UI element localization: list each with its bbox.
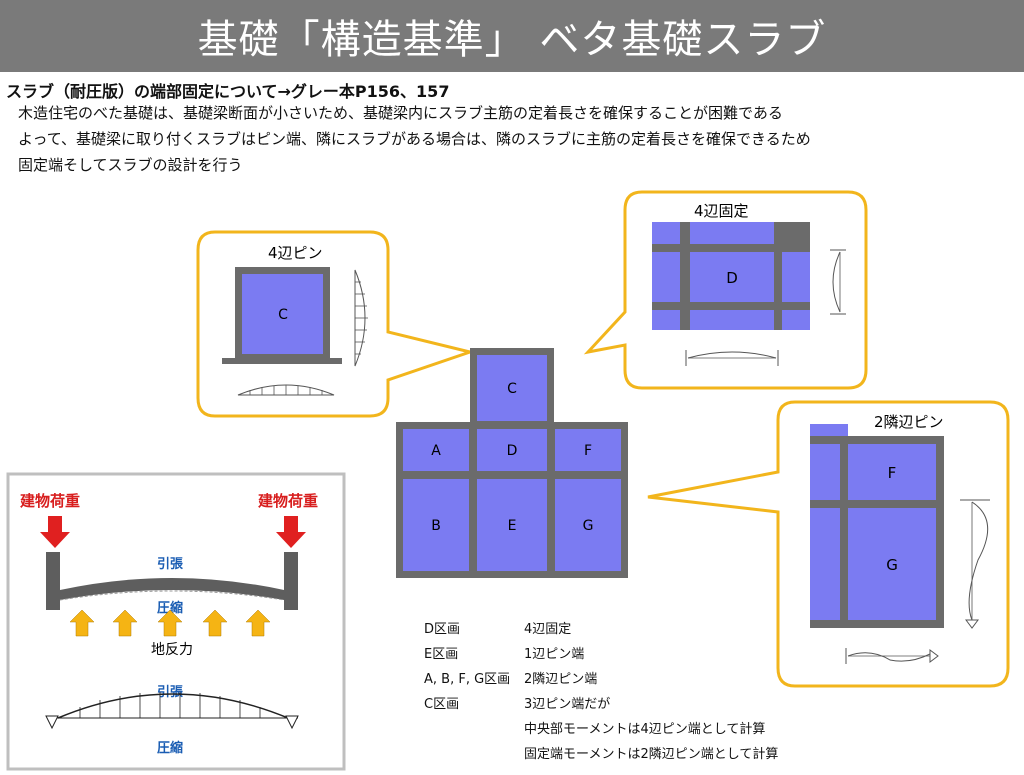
slab-label-g: G bbox=[886, 556, 898, 574]
moment-diagram-vertical bbox=[968, 501, 989, 621]
paragraph-line-3: 固定端そしてスラブの設計を行う bbox=[18, 156, 243, 174]
load-diagram-panel: 建物荷重 建物荷重 引張 圧縮 地反力 引張 bbox=[6, 472, 346, 771]
plan-slab-b bbox=[403, 479, 469, 571]
title-bar: 基礎「構造基準」 ベタ基礎スラブ bbox=[0, 0, 1024, 72]
ground-reaction-label: 地反力 bbox=[151, 642, 193, 658]
plan-slab-f bbox=[555, 429, 621, 471]
load-arrow-left bbox=[40, 516, 70, 548]
plan-slab-e bbox=[477, 479, 547, 571]
slab-section bbox=[60, 578, 284, 600]
plan-slab-c bbox=[477, 355, 547, 421]
legend-desc: 固定端モーメントは2隣辺ピン端として計算 bbox=[524, 747, 779, 762]
paragraph-line-2: よって、基礎梁に取り付くスラブはピン端、隣にスラブがある場合は、隣のスラブに主筋… bbox=[18, 130, 811, 148]
callout-title: 4辺ピン bbox=[268, 244, 323, 262]
tension-label-top: 引張 bbox=[157, 557, 184, 572]
beam-bottom bbox=[222, 358, 342, 364]
legend-zone: A, B, F, G区画 bbox=[424, 672, 511, 687]
legend-desc: 3辺ピン端だが bbox=[524, 697, 611, 712]
moment-curve bbox=[57, 693, 289, 719]
slab-c bbox=[242, 274, 323, 354]
slab-f bbox=[848, 444, 936, 500]
building-load-label-right: 建物荷重 bbox=[258, 492, 318, 510]
moment-diagram-vertical bbox=[832, 251, 841, 313]
plan-label-f: F bbox=[584, 443, 592, 459]
plan-label-e: E bbox=[508, 518, 517, 534]
compression-label-top: 圧縮 bbox=[157, 600, 183, 616]
plan-label-b: B bbox=[431, 518, 441, 534]
page-title: 基礎「構造基準」 ベタ基礎スラブ bbox=[197, 17, 827, 63]
callout-4-edge-fixed: 4辺固定 D bbox=[583, 190, 868, 390]
moment-diagram-horizontal bbox=[847, 652, 931, 662]
legend-desc: 中央部モーメントは4辺ピン端として計算 bbox=[524, 722, 766, 737]
plan-label-c: C bbox=[507, 381, 517, 397]
plan-slab-g bbox=[555, 479, 621, 571]
slab-d bbox=[690, 252, 774, 302]
legend-desc: 1辺ピン端 bbox=[524, 647, 585, 662]
callout-4-edge-pin: 4辺ピン C bbox=[196, 230, 476, 418]
legend-zone: D区画 bbox=[424, 622, 461, 637]
subheading: スラブ（耐圧版）の端部固定について→グレー本P156、157 bbox=[6, 82, 450, 101]
slab-g bbox=[848, 508, 936, 620]
building-load-label-left: 建物荷重 bbox=[20, 492, 80, 510]
callout-title: 2隣辺ピン bbox=[874, 413, 944, 431]
paragraph-line-1: 木造住宅のべた基礎は、基礎梁断面が小さいため、基礎梁内にスラブ主筋の定着長さを確… bbox=[18, 104, 783, 122]
load-arrow-right bbox=[276, 516, 306, 548]
legend-desc: 2隣辺ピン端 bbox=[524, 672, 598, 687]
callout-title: 4辺固定 bbox=[694, 202, 749, 220]
legend-desc: 4辺固定 bbox=[524, 622, 572, 637]
slab-label: D bbox=[726, 269, 738, 287]
compression-label-bottom: 圧縮 bbox=[157, 740, 183, 756]
slab-label: C bbox=[278, 307, 288, 323]
plan-slab-d bbox=[477, 429, 547, 471]
plan-label-g: G bbox=[583, 518, 594, 534]
moment-diagram-horizontal bbox=[687, 351, 777, 359]
slab-label-f: F bbox=[888, 464, 897, 482]
plan-slab-a bbox=[403, 429, 469, 471]
plan-label-d: D bbox=[507, 443, 518, 459]
legend-zone: E区画 bbox=[424, 647, 459, 662]
plan-label-a: A bbox=[431, 443, 441, 459]
ground-reaction-arrows bbox=[69, 609, 271, 637]
tension-label-bottom: 引張 bbox=[157, 685, 184, 700]
slab-plan: C A D F B E G bbox=[396, 348, 628, 578]
legend-zone: C区画 bbox=[424, 697, 460, 712]
callout-2-adjacent-pin: 2隣辺ピン F G bbox=[647, 400, 1010, 688]
